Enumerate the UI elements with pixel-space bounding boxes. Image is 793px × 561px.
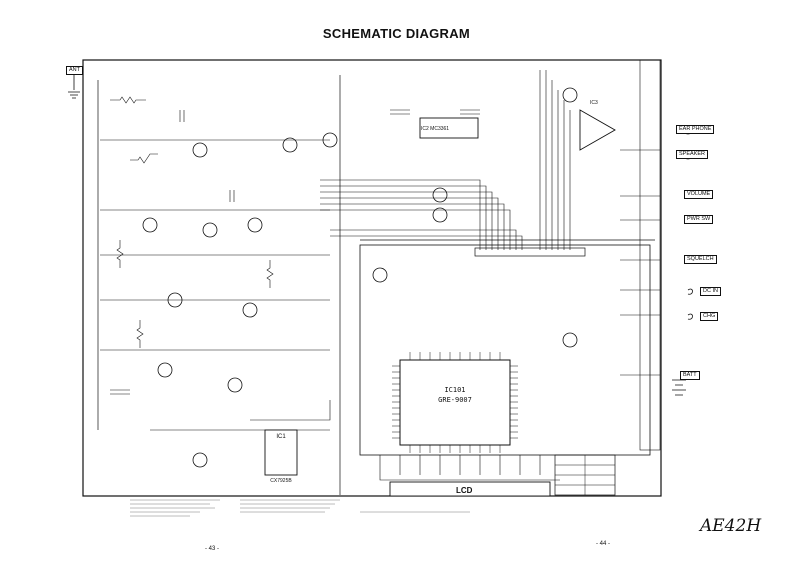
volume-label: VOLUME <box>684 190 714 199</box>
ic2-label: IC2 MC3361 <box>421 126 449 132</box>
dc-in-label: DC IN <box>700 287 721 296</box>
ear-phone-label: EAR PHONE <box>676 125 715 134</box>
transistor-symbols <box>142 87 578 468</box>
ic101-box <box>399 359 511 446</box>
lcd-label: LCD <box>456 486 473 495</box>
schematic-border <box>82 59 662 497</box>
speaker-label: SPEAKER <box>676 150 708 159</box>
wiring-bus <box>100 70 660 481</box>
notes-block <box>130 499 470 517</box>
ic2-box <box>419 117 479 139</box>
ic101-pins <box>392 352 518 453</box>
lcd-box <box>389 481 551 497</box>
ic101-part: GRE-9007 <box>438 396 472 404</box>
ic1-label: IC1 <box>276 434 286 440</box>
chg-label: CHG <box>700 312 719 321</box>
antenna-symbol <box>68 70 80 99</box>
ic3-label: IC3 <box>590 100 598 106</box>
batt-label: BATT <box>680 371 700 380</box>
page-number-right: - 44 - <box>596 541 611 547</box>
ant-label: ANT <box>66 66 83 75</box>
page-title: SCHEMATIC DIAGRAM <box>322 26 471 41</box>
page-number-left: - 43 - <box>205 546 220 552</box>
ic101-ref: IC101 <box>444 386 466 394</box>
ic3-amp <box>579 109 616 151</box>
ic1-part: CX7925B <box>270 478 292 484</box>
squelch-label: SQUELCH <box>684 255 717 264</box>
ic1-box <box>264 429 298 476</box>
handwritten-note: AE42H <box>700 516 762 536</box>
pwr-sw-label: PWR SW <box>684 215 714 224</box>
logic-board-outline <box>359 244 651 456</box>
passive-components <box>110 96 480 395</box>
connector-header <box>474 247 586 257</box>
